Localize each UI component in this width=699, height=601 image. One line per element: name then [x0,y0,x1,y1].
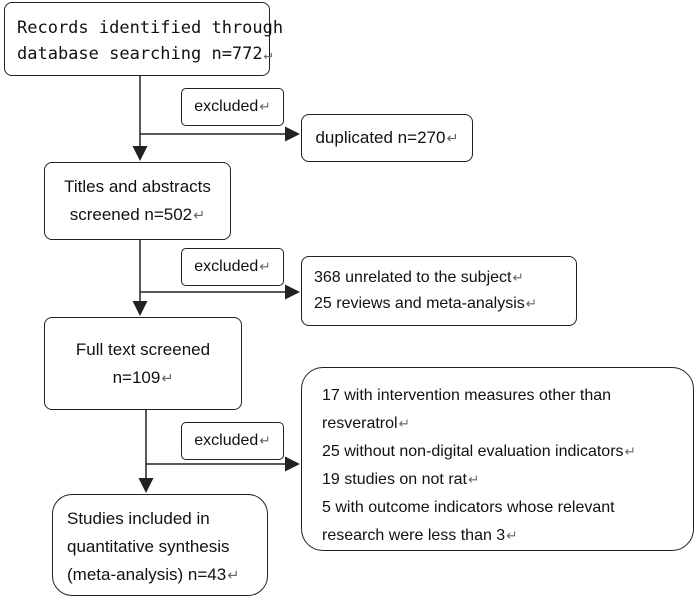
fulltext-box: Full text screened n=109↵ [44,317,242,410]
excluded-label-3: excluded↵ [181,422,284,460]
records-line-1: Records identified through [17,18,284,38]
excluded-label-1: excluded↵ [181,88,284,126]
return-glyph-icon: ↵ [263,47,273,63]
titles-box: Titles and abstracts screened n=502↵ [44,162,231,240]
fulltext-line-2: n=109↵ [112,368,174,387]
titles-line-2: screened n=502↵ [69,205,206,224]
exclusion-box-2: 368 unrelated to the subject↵ 25 reviews… [301,256,577,326]
titles-line-1: Titles and abstracts [64,177,211,196]
excluded-label-2: excluded↵ [181,248,284,286]
records-box: Records identified through database sear… [4,2,284,76]
included-box: Studies included in quantitative synthes… [52,494,268,596]
records-line-2: database searching n=772↵ [17,44,273,64]
fulltext-line-1: Full text screened [75,340,211,359]
duplicated-box: duplicated n=270↵ [301,114,473,162]
exclusion-box-3: 17 with intervention measures other than… [301,367,694,551]
